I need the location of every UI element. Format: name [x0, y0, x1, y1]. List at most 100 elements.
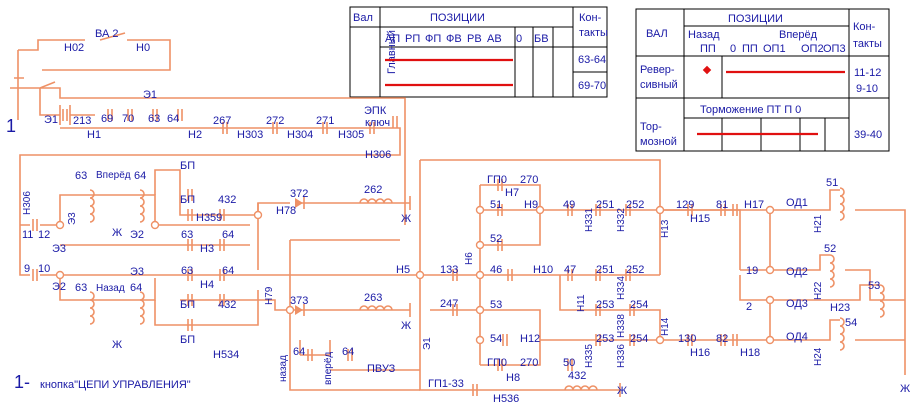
- coil-53: [879, 284, 885, 318]
- table-rev-col-1: 0: [730, 43, 736, 55]
- table-rev-back: Назад: [688, 29, 720, 41]
- label-w262: 262: [364, 184, 382, 196]
- label-od4: ОД4: [786, 331, 808, 343]
- legend-number: 1-: [14, 372, 30, 392]
- label-w81: 81: [716, 199, 728, 211]
- table-rev-col-4: ОП2: [801, 43, 824, 55]
- junction-15: [150, 220, 160, 230]
- label-w133: 133: [440, 264, 458, 276]
- label-w247: 247: [440, 298, 458, 310]
- diode-372: [295, 198, 303, 208]
- label-w251a: 251: [596, 264, 614, 276]
- label-w47: 47: [564, 264, 576, 276]
- table-rev-row2-label-2: мозной: [640, 136, 677, 148]
- label-zh3: Ж: [401, 213, 411, 225]
- label-klyuch: ключ: [365, 117, 390, 129]
- table-rev-forward: Вперёд: [779, 29, 818, 41]
- table-rev-col-0: ПП: [700, 43, 716, 55]
- junction-14: [415, 270, 425, 280]
- label-n0: Н0: [136, 42, 150, 54]
- junction-17: [55, 270, 65, 280]
- label-gp133: ГП1-33: [428, 378, 464, 390]
- label-n79: Н79: [264, 286, 275, 305]
- label-w64c: 64: [222, 229, 234, 241]
- label-n332: Н332: [616, 208, 627, 232]
- label-w52: 52: [490, 233, 502, 245]
- label-od2: ОД2: [786, 266, 808, 278]
- table-rev-row1-contact-1: 9-10: [856, 83, 878, 95]
- label-nazad-v: назад: [278, 355, 289, 382]
- label-w53b: 53: [868, 280, 880, 292]
- label-e2b: Э2: [52, 281, 66, 293]
- label-n10: Н10: [533, 264, 553, 276]
- table-main-col-6: 0: [516, 33, 522, 45]
- table-main-col-2: ФП: [425, 33, 441, 45]
- label-w51: 51: [490, 199, 502, 211]
- label-w50: 50: [563, 357, 575, 369]
- label-bp2: БП: [180, 194, 195, 206]
- label-e2a: Э2: [130, 229, 144, 241]
- label-n14: Н14: [660, 317, 671, 336]
- label-w252a: 252: [626, 264, 644, 276]
- label-n6: Н6: [464, 252, 475, 265]
- label-e3a: Э3: [67, 212, 78, 225]
- label-n8: Н8: [506, 372, 520, 384]
- label-n536: Н536: [493, 393, 519, 405]
- label-od3: ОД3: [786, 298, 808, 310]
- label-n304: Н304: [287, 129, 313, 141]
- label-e1a: Э1: [143, 89, 157, 101]
- junction-1: [475, 240, 485, 250]
- label-w63d: 63: [181, 265, 193, 277]
- label-w2: 2: [746, 301, 752, 313]
- label-n12: Н12: [520, 333, 540, 345]
- wires: [10, 32, 906, 391]
- label-one: 1: [6, 116, 16, 136]
- label-w251b: 251: [596, 199, 614, 211]
- label-n1: Н1: [87, 129, 101, 141]
- label-pvuz: ПВУЗ: [367, 363, 396, 375]
- table-rev-positions: ПОЗИЦИИ: [728, 13, 783, 25]
- label-w252b: 252: [626, 199, 644, 211]
- label-w52b: 52: [824, 243, 836, 255]
- coil-262: [359, 198, 393, 204]
- label-w64a: 64: [167, 113, 179, 125]
- label-w64e: 64: [130, 282, 142, 294]
- label-n18: Н18: [740, 347, 760, 359]
- table-main-val: Вал: [353, 12, 373, 24]
- table-rev-col-5: ОП3: [823, 43, 846, 55]
- label-n5: Н5: [396, 264, 410, 276]
- label-w254b: 254: [630, 333, 648, 345]
- table-main-col-7: БВ: [534, 33, 549, 45]
- label-w19: 19: [746, 265, 758, 277]
- table-rev-col-2: ПП: [742, 43, 758, 55]
- junction-5: [535, 205, 545, 215]
- junction-3: [475, 305, 485, 315]
- label-w270a: 270: [520, 174, 538, 186]
- label-n335: Н335: [584, 344, 595, 368]
- label-bp4: БП: [180, 334, 195, 346]
- junction-4: [475, 335, 485, 345]
- label-n11: Н11: [576, 294, 587, 312]
- label-e3c: Э3: [130, 266, 144, 278]
- label-n338: Н338: [616, 314, 627, 338]
- label-w82: 82: [716, 333, 728, 345]
- junction-9: [765, 265, 775, 275]
- label-nazad: Назад: [96, 283, 125, 294]
- label-gp0a: ГП0: [487, 174, 507, 186]
- junction-16: [55, 220, 65, 230]
- label-e3b: Э3: [52, 243, 66, 255]
- table-main-col-0: АП: [385, 33, 400, 45]
- junction-2: [475, 270, 485, 280]
- relay-coil-forward-left: [89, 189, 95, 223]
- table-rev-row1-contact-0: 11-12: [854, 67, 881, 79]
- label-w11: 11: [22, 229, 33, 241]
- table-main-positions: ПОЗИЦИИ: [430, 12, 485, 24]
- label-w63a: 63: [148, 113, 160, 125]
- label-n359: Н359: [196, 212, 222, 224]
- table-rev-col-3: ОП1: [763, 43, 786, 55]
- label-zh4: Ж: [401, 320, 411, 332]
- label-w253a: 253: [596, 299, 614, 311]
- label-w10: 10: [38, 263, 50, 275]
